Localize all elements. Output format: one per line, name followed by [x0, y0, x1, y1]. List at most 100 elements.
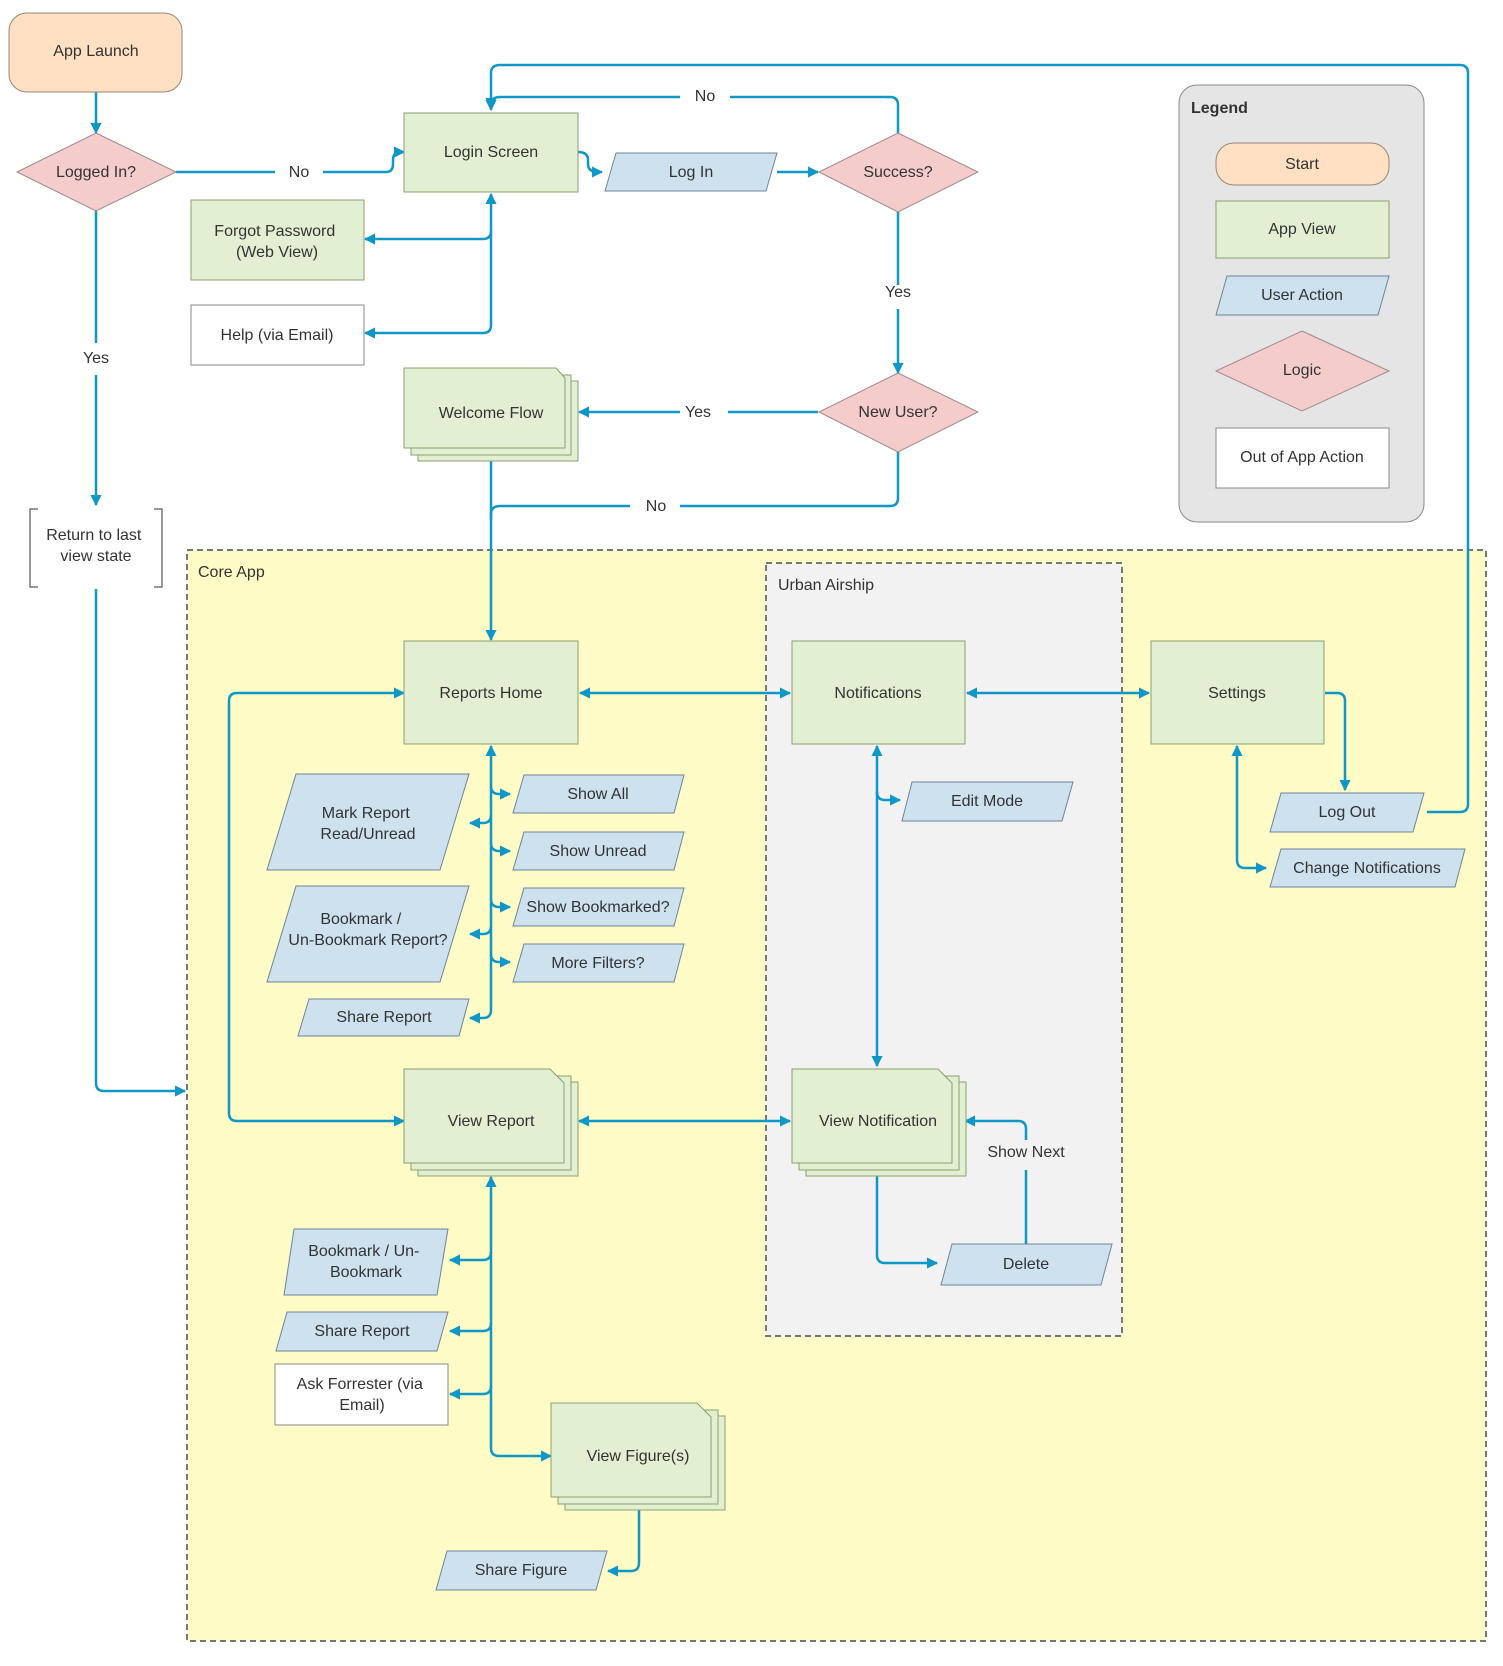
notifications-label: Notifications	[834, 685, 921, 702]
label-success-no: No	[695, 88, 716, 105]
show-all-action	[512, 774, 685, 814]
label-new-user-yes: Yes	[685, 404, 711, 421]
edge-to-show-all	[489, 785, 512, 800]
return-last-state-label: Return to last view state	[46, 527, 146, 565]
forgot-password-label: Forgot Password (Web View)	[214, 223, 339, 261]
logged-in-label: Logged In?	[56, 164, 136, 181]
legend-out-of-app-shape	[1215, 427, 1390, 489]
edge-delete-show-next	[965, 1121, 1028, 1244]
success-label: Success?	[863, 164, 932, 181]
edge-to-forgot	[363, 230, 493, 245]
legend-start-shape	[1215, 142, 1390, 186]
edge-to-more-filters	[489, 953, 512, 968]
mark-report-line-1: Mark Report	[322, 805, 411, 822]
edge-logged-in-no	[176, 152, 404, 174]
app-launch-node	[8, 12, 183, 93]
view-figures-page-1	[550, 1402, 712, 1498]
ask-forrester-line-2: Email)	[339, 1397, 384, 1414]
legend-logic-shape	[1214, 330, 1391, 412]
new-user-decision	[817, 372, 980, 453]
change-notifications-action	[1269, 848, 1466, 888]
view-figures-node: View Figure(s)	[550, 1402, 726, 1511]
edge-figures-share	[606, 1508, 641, 1577]
help-email-label: Help (via Email)	[221, 327, 334, 344]
bookmark-unbookmark-line-1: Bookmark / Un-	[308, 1243, 419, 1260]
legend-user-action-label: User Action	[1261, 287, 1343, 304]
change-notifications-label: Change Notifications	[1293, 860, 1441, 877]
share-report-home-label: Share Report	[336, 1009, 432, 1026]
app-launch-label: App Launch	[53, 43, 138, 60]
edge-to-edit-mode	[875, 791, 902, 806]
edge-settings-logout	[1325, 691, 1351, 792]
log-in-action	[604, 152, 778, 192]
view-report-label: View Report	[448, 1113, 535, 1130]
label-logged-in-yes: Yes	[83, 350, 109, 367]
core-app-label: Core App	[198, 564, 265, 581]
ask-forrester-node	[274, 1363, 449, 1426]
ask-forrester-line-1: Ask Forrester (via	[297, 1376, 423, 1393]
share-report-home-action	[297, 998, 470, 1037]
settings-node	[1150, 640, 1325, 745]
edge-to-mark-report	[468, 814, 493, 829]
edge-to-show-unread	[489, 842, 512, 857]
edge-to-show-bookmarked	[489, 898, 512, 913]
edge-login-to-login-action	[577, 150, 604, 178]
edge-to-ask-forrester	[448, 1385, 493, 1400]
show-next-label: Show Next	[987, 1144, 1065, 1161]
bookmark-report-line-1: Bookmark /	[320, 911, 401, 928]
label-new-user-no: No	[646, 498, 667, 515]
edge-to-share-report-view	[448, 1322, 493, 1337]
mark-report-action	[266, 773, 470, 871]
view-notification-node: View Notification	[791, 1068, 967, 1177]
new-user-label: New User?	[858, 404, 937, 421]
bookmark-unbookmark-label: Bookmark / Un- Bookmark	[308, 1243, 424, 1281]
show-unread-label: Show Unread	[550, 843, 647, 860]
edge-reports-actions-spine	[468, 744, 497, 1024]
legend-start-label: Start	[1285, 156, 1319, 173]
edit-mode-action	[901, 781, 1074, 822]
legend-title: Legend	[1191, 100, 1248, 117]
edge-view-report-actions-spine	[485, 1175, 553, 1462]
forgot-password-line-2: (Web View)	[236, 244, 318, 261]
notifications-node	[791, 640, 966, 745]
more-filters-label: More Filters?	[551, 955, 644, 972]
mark-report-label: Mark Report Read/Unread	[320, 805, 415, 843]
forgot-password-node	[190, 199, 365, 281]
bookmark-unbookmark-line-2: Bookmark	[330, 1264, 403, 1281]
login-screen-node	[403, 112, 579, 193]
share-report-view-label: Share Report	[314, 1323, 410, 1340]
bookmark-report-action	[266, 885, 470, 983]
log-out-label: Log Out	[1319, 804, 1376, 821]
welcome-flow-node: Welcome Flow	[403, 367, 579, 462]
share-figure-label: Share Figure	[475, 1562, 568, 1579]
bookmark-unbookmark-action	[283, 1228, 449, 1296]
reports-home-label: Reports Home	[439, 685, 542, 702]
edge-to-bookmark-unbookmark	[448, 1251, 493, 1266]
mark-report-line-2: Read/Unread	[320, 826, 415, 843]
label-logged-in-no: No	[289, 164, 310, 181]
legend-app-view-shape	[1215, 200, 1390, 259]
label-success-yes: Yes	[885, 284, 911, 301]
return-line-1: Return to last	[46, 527, 142, 544]
show-bookmarked-label: Show Bookmarked?	[526, 899, 669, 916]
logged-in-decision	[15, 132, 178, 212]
log-in-label: Log In	[669, 164, 713, 181]
help-email-node	[190, 304, 365, 366]
settings-label: Settings	[1208, 685, 1266, 702]
return-bracket-right	[154, 508, 163, 588]
delete-label: Delete	[1003, 1256, 1049, 1273]
legend-user-action-shape	[1215, 275, 1390, 316]
edge-to-bookmark-report	[468, 925, 493, 940]
welcome-flow-label: Welcome Flow	[439, 405, 544, 422]
show-unread-action	[512, 831, 685, 871]
view-figures-label: View Figure(s)	[587, 1448, 690, 1465]
ask-forrester-label: Ask Forrester (via Email)	[297, 1376, 428, 1414]
edge-view-notification-delete	[875, 1175, 939, 1269]
success-decision	[817, 132, 980, 213]
legend-logic-label: Logic	[1283, 362, 1321, 379]
view-report-page-1	[403, 1068, 565, 1164]
return-bracket-left	[29, 508, 38, 588]
bookmark-report-line-2: Un-Bookmark Report?	[288, 932, 447, 949]
edge-logout-to-login	[485, 63, 1470, 814]
